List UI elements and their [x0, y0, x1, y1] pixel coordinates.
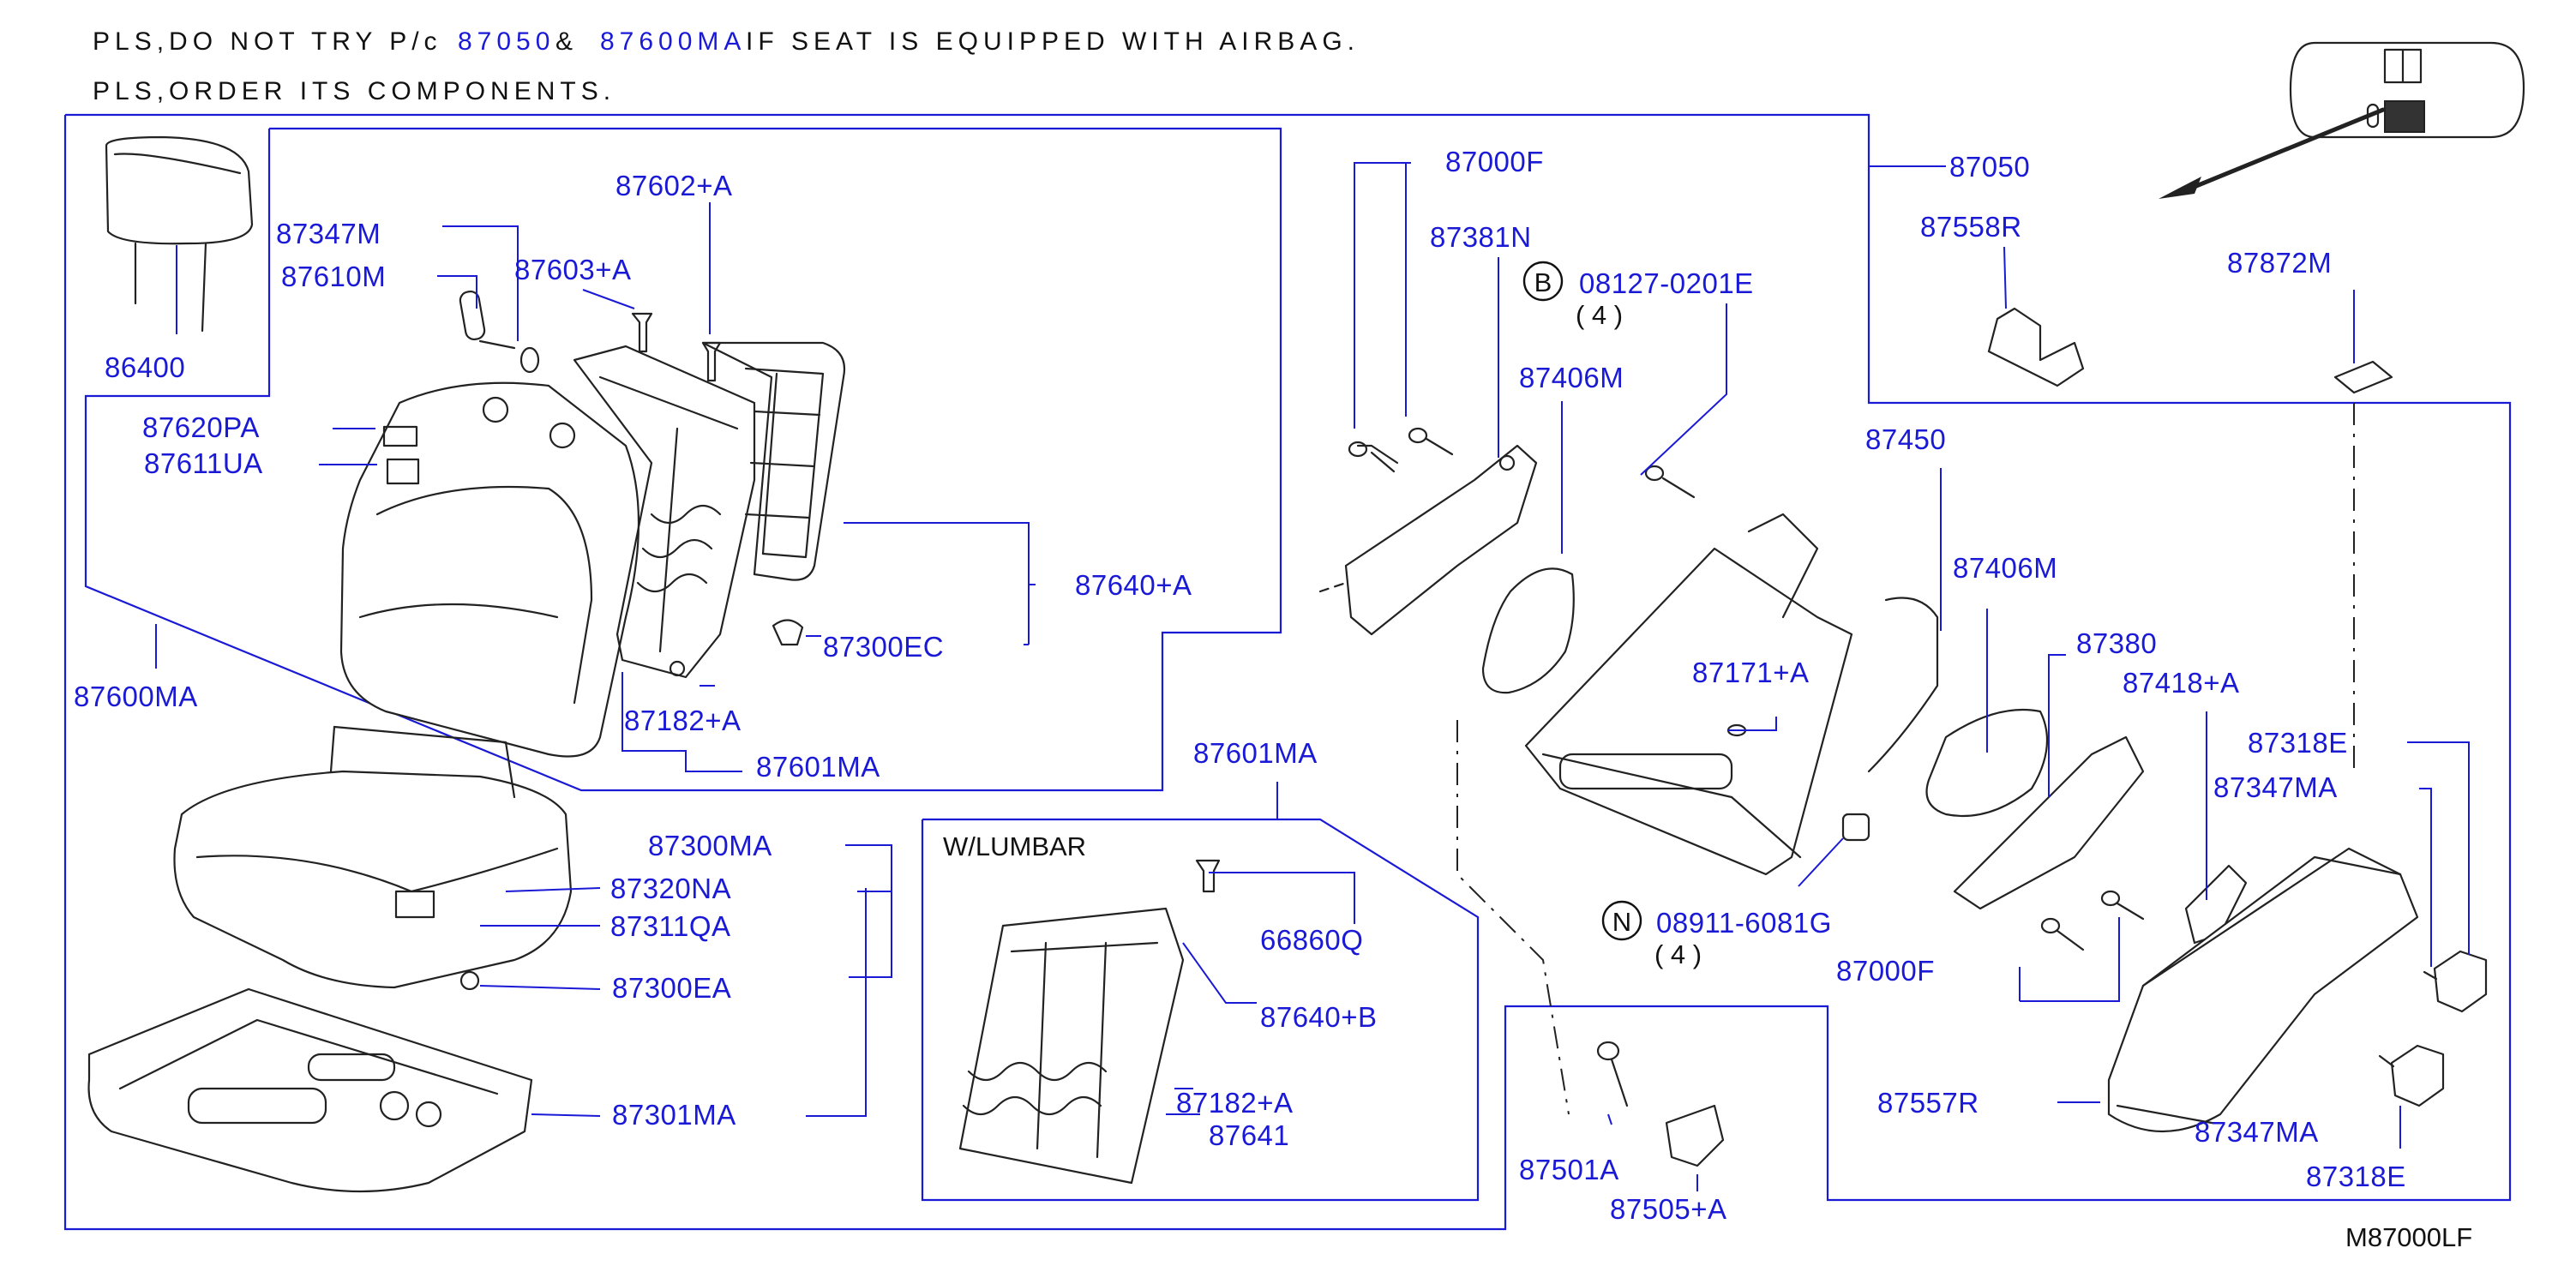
part-label-87300MA: 87300MA — [648, 830, 772, 861]
callout-markers: B ( 4 ) N ( 4 ) — [1522, 261, 1702, 969]
part-label-87320NA: 87320NA — [610, 873, 731, 904]
part-label-87610M: 87610M — [281, 261, 386, 292]
part-label-87182A-top: 87182+A — [624, 705, 742, 736]
part-label-87347MA-bottom: 87347MA — [2195, 1116, 2319, 1148]
part-label-87505A: 87505+A — [1610, 1193, 1727, 1225]
note-line1-part-a: PLS,DO NOT TRY P/c — [93, 27, 442, 56]
part-label-87640B: 87640+B — [1260, 1001, 1378, 1033]
seat-back-frame-drawing — [573, 345, 756, 679]
part-label-08127-0201E: 08127-0201E — [1579, 267, 1754, 299]
part-label-87611UA: 87611UA — [144, 447, 263, 479]
part-label-87601MA-top: 87601MA — [756, 751, 880, 783]
part-label-87600MA: 87600MA — [74, 681, 198, 712]
outline-seat-assembly — [63, 113, 2512, 1231]
callout-qty-n: ( 4 ) — [1654, 939, 1702, 969]
part-labels: 86400 87347M 87610M 87603+A 87602+A 8762… — [74, 146, 2406, 1225]
group-outlines — [63, 113, 2512, 1231]
part-label-87450: 87450 — [1865, 423, 1946, 455]
part-label-08911-6081G: 08911-6081G — [1656, 907, 1832, 939]
part-label-87381N: 87381N — [1430, 221, 1532, 253]
callout-letter-b: B — [1534, 267, 1552, 297]
leader-lines — [155, 162, 2470, 1191]
part-label-87418A: 87418+A — [2123, 667, 2240, 699]
note-line1-part-number-1: 87050 — [458, 27, 555, 56]
part-label-87182A-lumbar: 87182+A — [1176, 1087, 1294, 1119]
part-label-87558R: 87558R — [1920, 211, 2022, 243]
outline-lumbar — [921, 818, 1480, 1202]
part-label-87171A: 87171+A — [1692, 657, 1810, 688]
part-label-87347MA-top: 87347MA — [2213, 771, 2338, 803]
callout-circle-b — [1522, 261, 1564, 302]
seat-cushion-frame-drawing — [87, 987, 533, 1193]
callout-circle-n — [1601, 900, 1642, 941]
lumbar-frame-drawing — [958, 859, 1221, 1185]
seat-cushion-drawing — [173, 725, 573, 991]
outline-seat-back — [84, 127, 1282, 792]
part-label-87406M-right: 87406M — [1953, 552, 2057, 584]
part-label-87301MA: 87301MA — [612, 1099, 736, 1131]
seat-back-drawing — [339, 381, 640, 758]
part-label-87380: 87380 — [2076, 627, 2157, 659]
header-notes: PLS,DO NOT TRY P/c 87050 & 87600MA IF SE… — [93, 27, 1360, 105]
seat-back-small-parts — [382, 290, 804, 646]
note-line1-part-number-2: 87600MA — [600, 27, 746, 56]
part-label-87406M-left: 87406M — [1519, 362, 1624, 393]
part-label-87557R: 87557R — [1877, 1087, 1979, 1119]
adjuster-drawings — [1318, 307, 2488, 1167]
callout-qty-b: ( 4 ) — [1576, 300, 1623, 330]
note-line1-ampersand: & — [555, 27, 578, 56]
headrest-drawing — [105, 135, 254, 334]
part-label-87620PA: 87620PA — [142, 411, 260, 443]
part-label-87318E-top: 87318E — [2248, 727, 2348, 759]
note-line2: PLS,ORDER ITS COMPONENTS. — [93, 77, 615, 105]
part-label-86400: 86400 — [105, 351, 185, 383]
part-label-87640A: 87640+A — [1075, 569, 1192, 601]
part-label-87641: 87641 — [1209, 1119, 1289, 1151]
part-label-87300EC: 87300EC — [823, 631, 944, 663]
part-label-87050: 87050 — [1949, 151, 2030, 183]
callout-letter-n: N — [1612, 907, 1631, 937]
part-label-87501A: 87501A — [1519, 1154, 1619, 1185]
part-label-87601MA-lumbar: 87601MA — [1193, 737, 1318, 769]
note-line1-part-b: IF SEAT IS EQUIPPED WITH AIRBAG. — [746, 27, 1360, 56]
part-label-87000F-top: 87000F — [1445, 146, 1544, 177]
part-label-87311QA: 87311QA — [610, 910, 731, 942]
part-label-87872M: 87872M — [2227, 247, 2332, 279]
part-label-87300EA: 87300EA — [612, 972, 731, 1004]
lumbar-group-label: W/LUMBAR — [943, 831, 1086, 861]
part-label-87603A: 87603+A — [514, 254, 632, 285]
part-label-87318E-bottom: 87318E — [2306, 1161, 2406, 1192]
part-label-87347M: 87347M — [276, 218, 381, 249]
part-label-66860Q: 66860Q — [1260, 924, 1363, 956]
part-label-87000F-bottom: 87000F — [1836, 955, 1935, 987]
vehicle-locator-inset — [2159, 41, 2525, 199]
part-label-87602A: 87602+A — [615, 170, 733, 201]
rear-panel-drawing — [701, 341, 846, 581]
drawing-code: M87000LF — [2345, 1222, 2472, 1252]
